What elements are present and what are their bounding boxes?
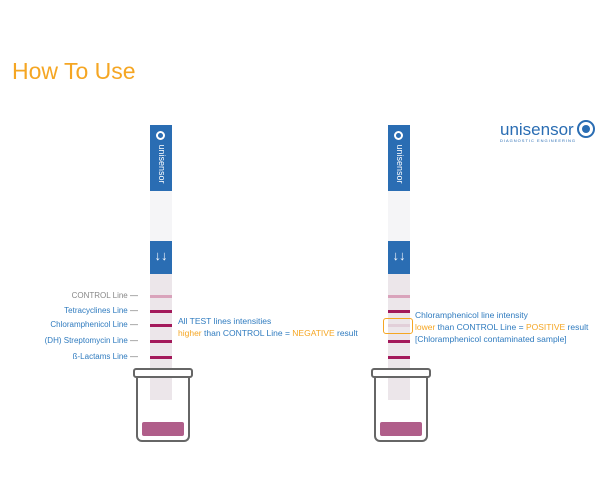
streptomycin-band [388, 340, 410, 343]
down-arrows-icon: ↓↓ [150, 241, 172, 274]
logo-icon [394, 131, 403, 140]
label-control: CONTROL Line [72, 291, 138, 300]
chloramphenicol-band [150, 324, 172, 327]
highlight-box [383, 318, 413, 334]
sample-cup [133, 368, 193, 442]
lactams-band [388, 356, 410, 359]
lactams-band [150, 356, 172, 359]
tetracyclines-band [150, 310, 172, 313]
logo-icon [577, 120, 595, 138]
down-arrows-icon: ↓↓ [388, 241, 410, 274]
brand-tagline: DIAGNOSTIC ENGINEERING [500, 138, 577, 143]
label-tetracyclines: Tetracyclines Line [64, 306, 138, 315]
test-strip-positive: unisensor ↓↓ [388, 125, 410, 400]
sample-cup [371, 368, 431, 442]
streptomycin-band [150, 340, 172, 343]
chloramphenicol-band [388, 324, 410, 327]
brand-name: unisensor [500, 120, 574, 139]
tetracyclines-band [388, 310, 410, 313]
strip-brand: unisensor [395, 144, 405, 184]
test-strip-negative: unisensor ↓↓ [150, 125, 172, 400]
negative-note: All TEST lines intensities higher than C… [178, 316, 358, 338]
label-streptomycin: (DH) Streptomycin Line [45, 336, 138, 345]
strip-brand: unisensor [157, 144, 167, 184]
page-title: How To Use [12, 58, 136, 84]
positive-note: Chloramphenicol line intensity lower tha… [415, 310, 589, 344]
logo-icon [156, 131, 165, 140]
label-chloramphenicol: Chloramphenicol Line [50, 320, 138, 329]
control-band [150, 295, 172, 298]
control-band [388, 295, 410, 298]
label-lactams: ß-Lactams Line [73, 352, 138, 361]
